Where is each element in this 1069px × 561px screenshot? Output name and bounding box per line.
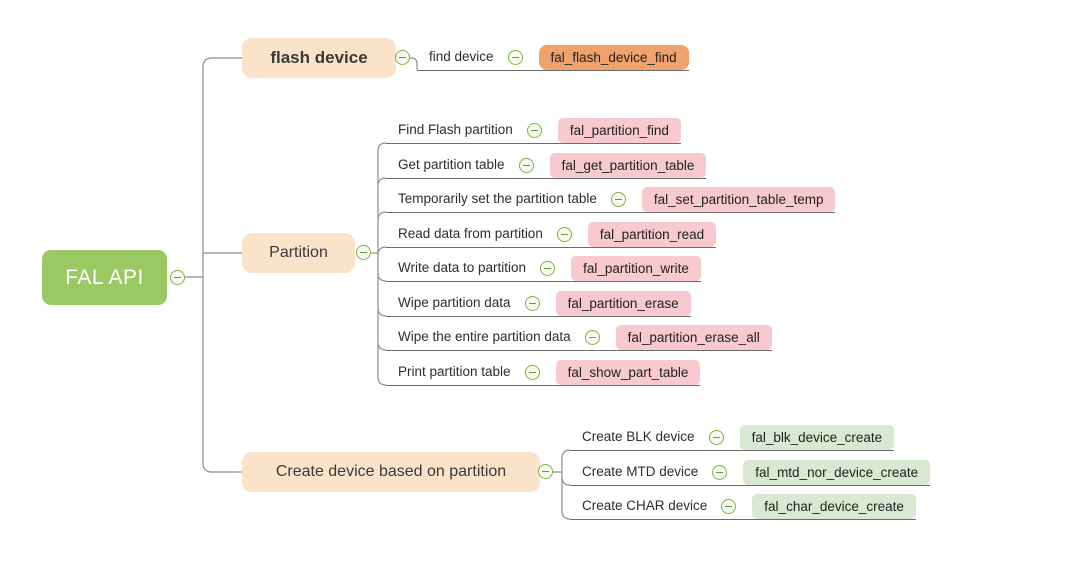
- branch-node-flash-device[interactable]: flash device: [242, 38, 396, 78]
- api-function-chip[interactable]: fal_set_partition_table_temp: [641, 187, 836, 212]
- leaf-node-write-data-to-partition[interactable]: Write data to partition fal_partition_wr…: [386, 247, 701, 282]
- api-function-chip[interactable]: fal_show_part_table: [555, 360, 701, 385]
- collapse-icon[interactable]: [526, 123, 542, 138]
- collapse-icon[interactable]: [712, 465, 728, 480]
- leaf-node-wipe-entire-partition-data[interactable]: Wipe the entire partition data fal_parti…: [386, 316, 772, 351]
- collapse-icon[interactable]: [540, 261, 556, 276]
- api-function-chip[interactable]: fal_char_device_create: [752, 494, 916, 519]
- leaf-label: Create CHAR device: [582, 498, 708, 513]
- collapse-icon[interactable]: [507, 50, 523, 65]
- collapse-icon[interactable]: [524, 296, 540, 311]
- collapse-icon[interactable]: [708, 430, 724, 445]
- leaf-label: Find Flash partition: [398, 122, 513, 137]
- api-function-chip[interactable]: fal_partition_find: [557, 118, 681, 143]
- api-function-chip[interactable]: fal_get_partition_table: [549, 153, 707, 178]
- leaf-node-wipe-partition-data[interactable]: Wipe partition data fal_partition_erase: [386, 282, 691, 317]
- leaf-label: Write data to partition: [398, 260, 527, 275]
- leaf-label: find device: [429, 49, 494, 64]
- collapse-icon[interactable]: [610, 192, 626, 207]
- collapse-icon[interactable]: [170, 270, 185, 285]
- leaf-node-create-blk-device[interactable]: Create BLK device fal_blk_device_create: [570, 416, 895, 451]
- collapse-icon[interactable]: [584, 330, 600, 345]
- leaf-node-temp-set-partition-table[interactable]: Temporarily set the partition table fal_…: [386, 178, 836, 213]
- leaf-node-print-partition-table[interactable]: Print partition table fal_show_part_tabl…: [386, 351, 701, 386]
- leaf-label: Get partition table: [398, 157, 505, 172]
- leaf-label: Print partition table: [398, 364, 511, 379]
- leaf-node-create-mtd-device[interactable]: Create MTD device fal_mtd_nor_device_cre…: [570, 451, 931, 486]
- leaf-node-get-partition-table[interactable]: Get partition table fal_get_partition_ta…: [386, 144, 707, 179]
- api-function-chip[interactable]: fal_partition_erase_all: [615, 325, 772, 350]
- collapse-icon[interactable]: [356, 245, 371, 260]
- collapse-icon[interactable]: [556, 227, 572, 242]
- leaf-node-read-data-from-partition[interactable]: Read data from partition fal_partition_r…: [386, 213, 717, 248]
- api-function-chip[interactable]: fal_partition_read: [587, 222, 717, 247]
- leaf-label: Create MTD device: [582, 464, 699, 479]
- leaf-label: Wipe the entire partition data: [398, 329, 571, 344]
- branch-node-create-device[interactable]: Create device based on partition: [242, 452, 540, 492]
- leaf-label: Temporarily set the partition table: [398, 191, 597, 206]
- collapse-icon[interactable]: [395, 50, 410, 65]
- leaf-label: Read data from partition: [398, 226, 543, 241]
- collapse-icon[interactable]: [518, 158, 534, 173]
- collapse-icon[interactable]: [721, 499, 737, 514]
- leaf-node-create-char-device[interactable]: Create CHAR device fal_char_device_creat…: [570, 485, 916, 520]
- api-function-chip[interactable]: fal_partition_erase: [555, 291, 691, 316]
- api-function-chip[interactable]: fal_blk_device_create: [739, 425, 895, 450]
- api-function-chip[interactable]: fal_flash_device_find: [538, 45, 689, 70]
- leaf-node-find-flash-partition[interactable]: Find Flash partition fal_partition_find: [386, 109, 681, 144]
- leaf-label: Create BLK device: [582, 429, 695, 444]
- api-function-chip[interactable]: fal_mtd_nor_device_create: [743, 460, 931, 485]
- root-node-fal-api[interactable]: FAL API: [42, 250, 167, 305]
- collapse-icon[interactable]: [524, 365, 540, 380]
- leaf-label: Wipe partition data: [398, 295, 511, 310]
- collapse-icon[interactable]: [538, 464, 553, 479]
- api-function-chip[interactable]: fal_partition_write: [571, 256, 701, 281]
- branch-node-partition[interactable]: Partition: [242, 233, 355, 273]
- leaf-node-find-device[interactable]: find device fal_flash_device_find: [417, 36, 689, 71]
